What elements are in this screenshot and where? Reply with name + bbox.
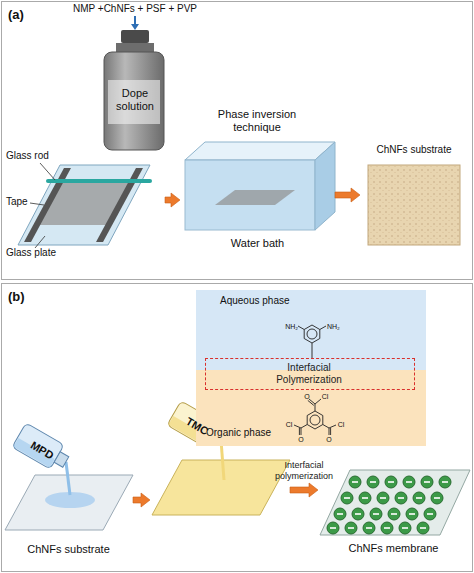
panel-frame <box>2 284 473 572</box>
mpd-step: MPD ChNFs substrate <box>3 425 133 565</box>
node-text: ChNFs substrate <box>11 543 126 556</box>
atom-label: Cl <box>283 420 295 429</box>
membrane-box: ChNFs membrane <box>318 438 470 560</box>
water-bath-box: Phase inversion techniqueWater bath <box>180 105 335 258</box>
node-text: ChNFs membrane <box>336 542 451 555</box>
solution-label: NMP +ChNFs + PSF + PVP <box>60 3 210 15</box>
feed-arrow <box>131 16 139 30</box>
substrate-box: ChNFs substrate <box>360 140 468 250</box>
atom-label: O <box>297 435 305 444</box>
leader-line <box>30 163 55 248</box>
panel-label: (b) <box>8 289 38 304</box>
component-label: Glass plate <box>6 247 76 259</box>
process-arrow <box>165 193 180 207</box>
interface-box: Interfacial Polymerization <box>205 358 415 390</box>
atom-label: O <box>303 392 311 401</box>
atom-label: Cl <box>319 392 331 401</box>
casting-setup: Dope solution <box>10 25 165 253</box>
process-arrow <box>133 493 150 507</box>
process-arrow <box>290 483 318 497</box>
membrane-sheet <box>320 470 470 535</box>
node-text: Organic phase <box>206 427 306 439</box>
component-label: Tape <box>6 196 46 208</box>
node-text: Phase inversion technique <box>207 108 307 134</box>
edge-label: Interfacial polymerization <box>264 460 344 482</box>
component-label: Glass rod <box>6 150 66 162</box>
node-text: ChNFs substrate <box>362 144 466 156</box>
process-arrow <box>335 188 360 202</box>
node-text: Water bath <box>210 237 305 250</box>
panel-frame <box>2 2 473 280</box>
node-text: Dope solution <box>104 87 166 113</box>
tmc-step: TMC <box>150 398 290 520</box>
coated-sheet <box>152 460 290 515</box>
node-text: Aqueous phase <box>220 295 320 307</box>
node-text: Interfacial Polymerization <box>259 362 359 386</box>
casting-plate <box>18 165 150 245</box>
water-bath <box>185 142 335 230</box>
node-text: TMC <box>175 410 220 443</box>
atom-label: O <box>325 435 333 444</box>
node-text: MPD <box>20 434 65 467</box>
atom-label: NH₂ <box>280 322 298 331</box>
atom-label: Cl <box>335 420 347 429</box>
panel-label: (a) <box>8 7 38 22</box>
substrate-sheet <box>368 165 460 245</box>
mpd-bottle <box>12 423 73 495</box>
atom-label: NH₂ <box>327 322 345 331</box>
link-line <box>312 343 313 358</box>
